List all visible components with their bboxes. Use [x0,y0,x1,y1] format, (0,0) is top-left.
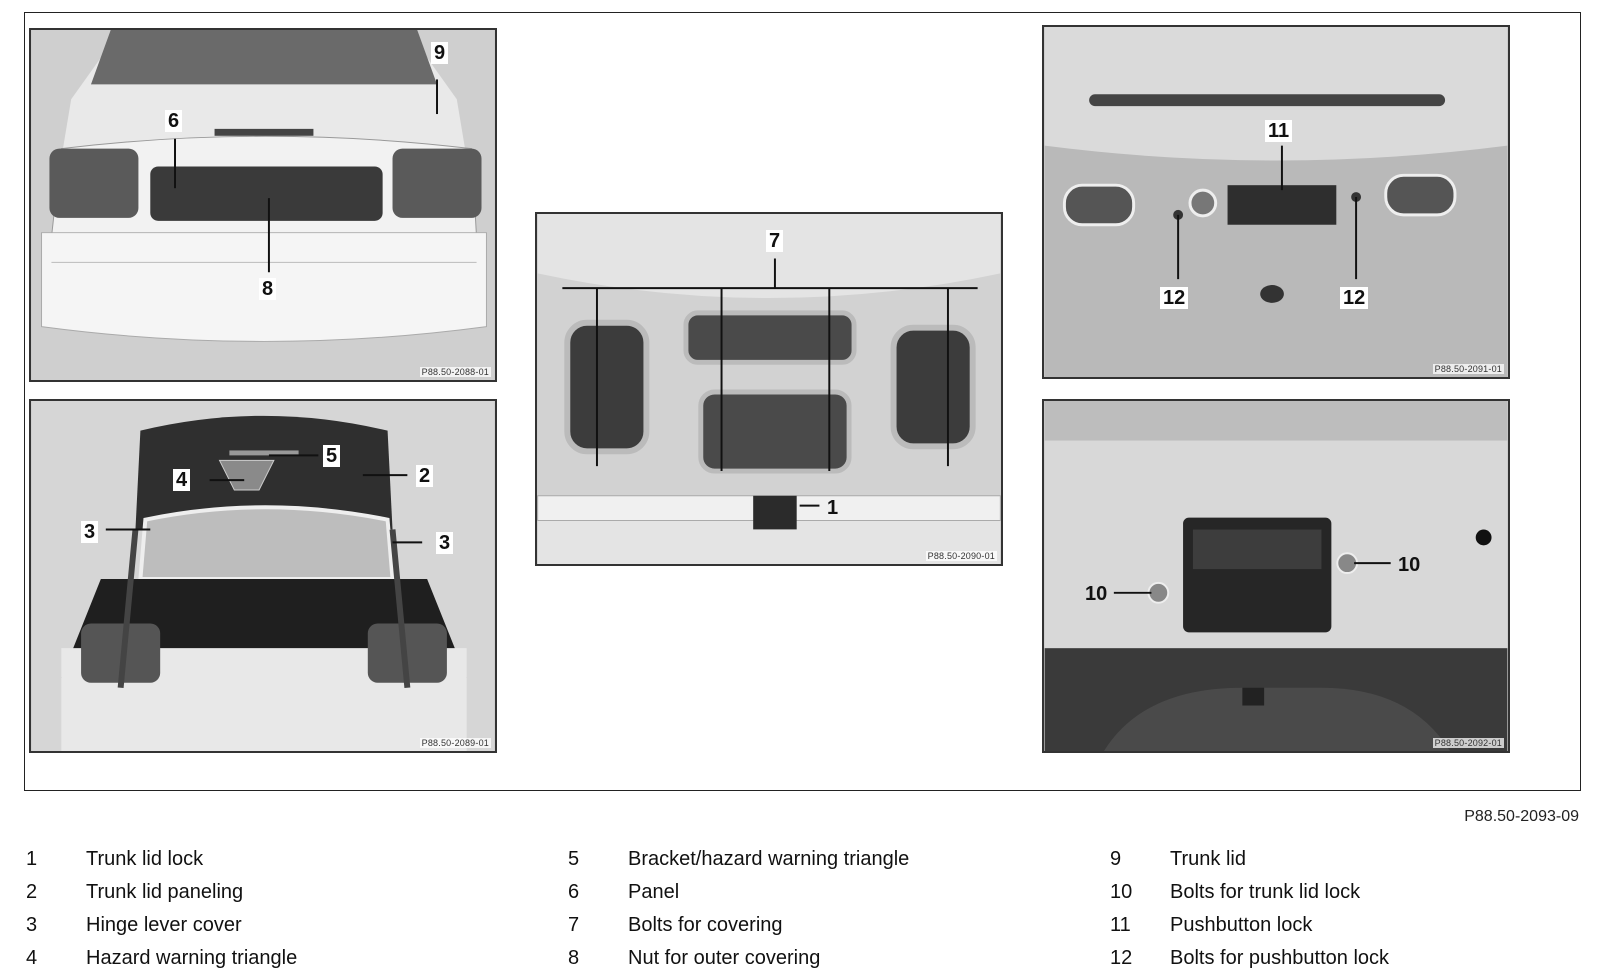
legend-text: Trunk lid paneling [86,881,244,903]
legend-item: 2 Trunk lid paneling [26,881,506,914]
legend-text: Bolts for covering [628,914,783,936]
legend-item: 8 Nut for outer covering [568,947,1048,980]
callout-10-left: 10 [1085,583,1108,605]
legend-item: 3 Hinge lever cover [26,914,506,947]
legend-number: 4 [26,947,38,969]
photo-id: P88.50-2089-01 [419,738,491,748]
legend-number: 7 [568,914,580,936]
legend-number: 6 [568,881,580,903]
callout-12-left: 12 [1160,287,1189,309]
callout-3-left: 3 [81,521,99,543]
legend-text: Hazard warning triangle [86,947,298,969]
callout-1: 1 [827,497,839,519]
rear-car-closed-illustration [31,30,495,380]
legend-number: 1 [26,848,38,870]
figure-frame: 6 8 9 P88.50-2088-01 5 4 2 3 3 P [24,12,1581,791]
legend-text: Bolts for pushbutton lock [1170,947,1390,969]
photo-trunk-lid-lock: 10 10 P88.50-2092-01 [1042,399,1510,753]
callout-8: 8 [259,278,277,300]
legend-text: Nut for outer covering [628,947,821,969]
photo-id: P88.50-2092-01 [1432,738,1504,748]
callout-3-right: 3 [436,532,454,554]
legend-number: 2 [26,881,38,903]
callout-11: 11 [1265,120,1293,142]
trunk-lid-lock-illustration [1044,401,1508,751]
figure-reference: P88.50-2093-09 [1464,808,1579,825]
callout-2: 2 [416,465,434,487]
legend-item: 10 Bolts for trunk lid lock [1110,881,1580,914]
legend-number: 5 [568,848,580,870]
legend-column-1: 1 Trunk lid lock 2 Trunk lid paneling 3 Hin… [26,848,506,980]
trunk-lid-inner-illustration [537,214,1001,564]
legend-text: Trunk lid [1170,848,1246,870]
legend-item: 4 Hazard warning triangle [26,947,506,980]
photo-id: P88.50-2088-01 [419,367,491,377]
photo-trunk-lid-inner: 7 1 P88.50-2090-01 [535,212,1003,566]
photo-id: P88.50-2090-01 [925,551,997,561]
open-trunk-illustration [31,401,495,751]
legend-number: 8 [568,947,580,969]
legend-text: Bolts for trunk lid lock [1170,881,1361,903]
photo-trunk-open: 5 4 2 3 3 P88.50-2089-01 [29,399,497,753]
callout-6: 6 [165,110,183,132]
photo-id: P88.50-2091-01 [1432,364,1504,374]
legend-text: Pushbutton lock [1170,914,1313,936]
legend-item: 11 Pushbutton lock [1110,914,1580,947]
legend-number: 11 [1110,914,1131,936]
legend-item: 9 Trunk lid [1110,848,1580,881]
callout-7: 7 [766,230,784,252]
legend-number: 3 [26,914,38,936]
legend-number: 10 [1110,881,1133,903]
callout-4: 4 [173,469,191,491]
legend-text: Bracket/hazard warning triangle [628,848,910,870]
callout-9: 9 [431,42,449,64]
callout-5: 5 [323,445,341,467]
callout-10-right: 10 [1398,554,1421,576]
photo-pushbutton-lock: 11 12 12 P88.50-2091-01 [1042,25,1510,379]
photo-rear-trunk-closed: 6 8 9 P88.50-2088-01 [29,28,497,382]
legend-number: 12 [1110,947,1133,969]
legend-text: Trunk lid lock [86,848,204,870]
legend-text: Hinge lever cover [86,914,242,936]
legend-column-3: 9 Trunk lid 10 Bolts for trunk lid lock 11… [1110,848,1580,980]
pushbutton-lock-illustration [1044,27,1508,377]
legend-item: 1 Trunk lid lock [26,848,506,881]
legend-item: 5 Bracket/hazard warning triangle [568,848,1048,881]
legend-number: 9 [1110,848,1122,870]
legend-item: 7 Bolts for covering [568,914,1048,947]
legend-item: 12 Bolts for pushbutton lock [1110,947,1580,980]
legend-item: 6 Panel [568,881,1048,914]
legend-text: Panel [628,881,680,903]
callout-12-right: 12 [1340,287,1369,309]
